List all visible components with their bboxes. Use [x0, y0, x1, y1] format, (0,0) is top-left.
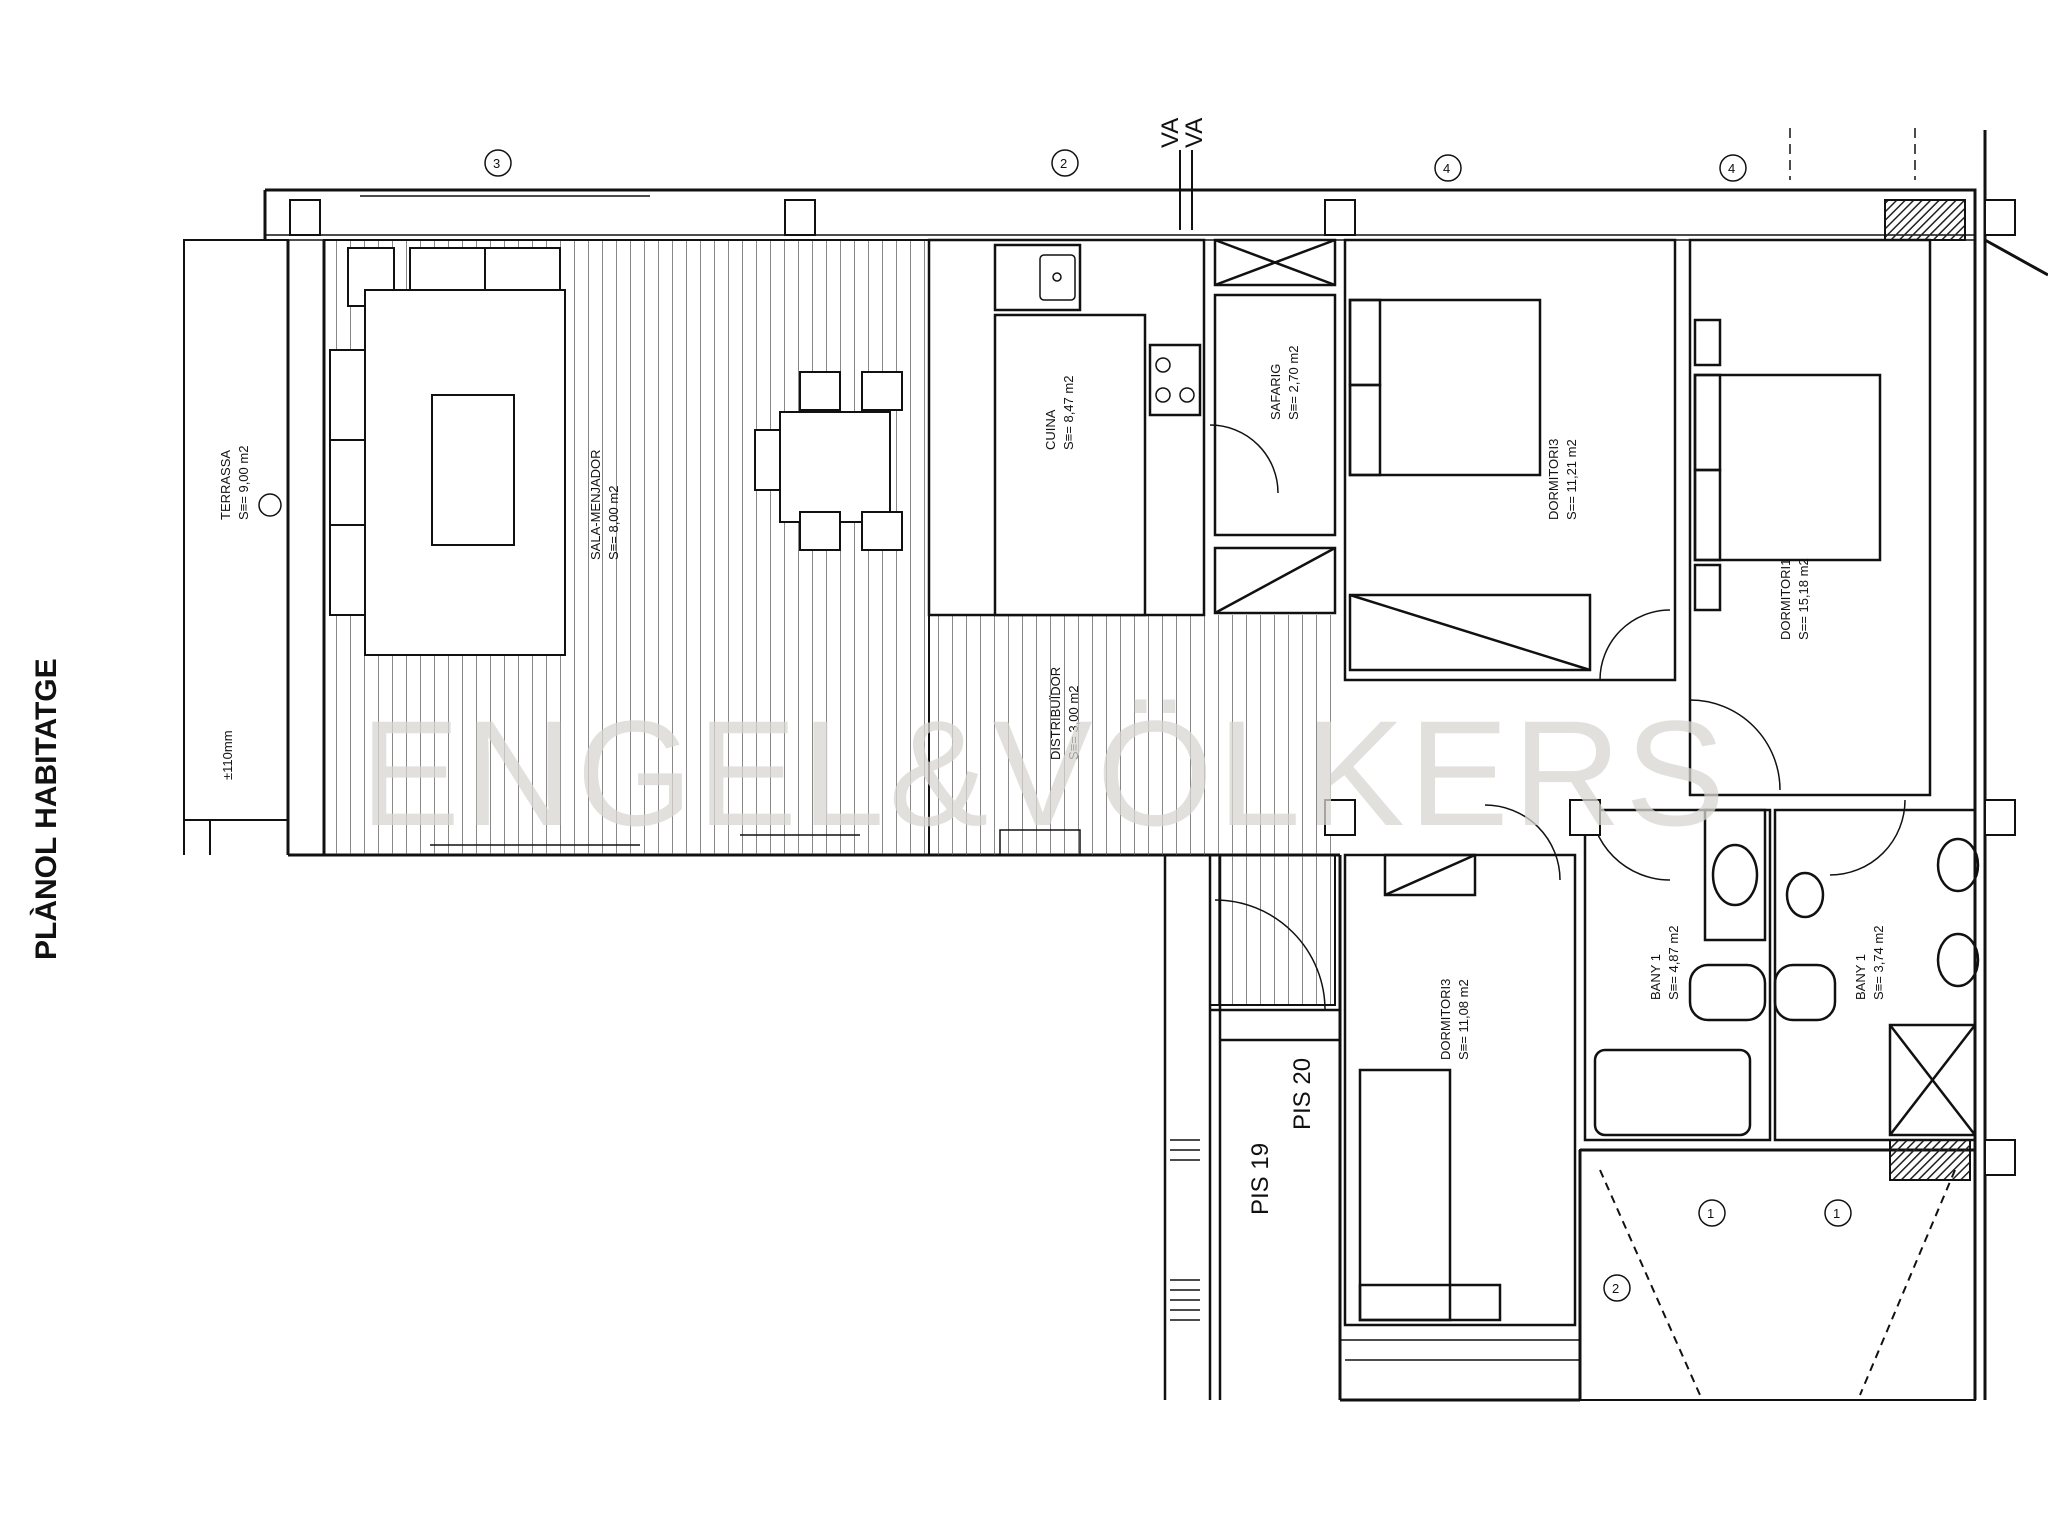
- level-label-upper: PIS 20: [1289, 1058, 1316, 1130]
- grid-marker-7: 2: [1612, 1281, 1619, 1296]
- thickness-label: ±110mm: [220, 730, 235, 780]
- top-windows: [265, 189, 1975, 241]
- kitchen: [927, 238, 1206, 617]
- room-area-dormitori3a: S== 11,21 m2: [1564, 439, 1579, 520]
- room-name-bany1b: BANY 1: [1853, 954, 1868, 1000]
- room-area-sala: S≡= 8,00 m2: [606, 486, 621, 560]
- hall-parquet: [1209, 854, 1336, 1006]
- room-area-bany1b: S≡= 3,74 m2: [1871, 926, 1886, 1000]
- plan-title: PLÀNOL HABITATGE: [29, 658, 63, 960]
- bottom-fixtures: [430, 829, 1580, 1361]
- terrace: [183, 239, 289, 821]
- grid-marker-1: 3: [493, 156, 500, 171]
- bathroom-1a: [1583, 808, 1772, 1142]
- room-name-distribuidor: DISTRIBUÏDOR: [1048, 667, 1063, 760]
- va-marker-1: VA: [1157, 118, 1184, 148]
- bathroom-1b: [1773, 808, 1980, 1142]
- grid-marker-6: 1: [1833, 1206, 1840, 1221]
- stair-treads: [1170, 1139, 1200, 1321]
- grid-marker-2: 2: [1060, 156, 1067, 171]
- bedroom-3a-door-arc: [1599, 609, 1671, 681]
- room-area-cuina: S≡= 8,47 m2: [1061, 376, 1076, 450]
- watermark: ENGEL&VÖLKERS: [360, 689, 1729, 857]
- laundry: [1213, 238, 1337, 615]
- kitchen-sink-icon: [1039, 254, 1076, 301]
- level-label-lower: PIS 19: [1247, 1143, 1274, 1215]
- room-name-safareig: SAFARIG: [1268, 364, 1283, 420]
- room-name-dormitori1: DORMITORI1: [1778, 559, 1793, 640]
- lower-balcony: [1579, 1139, 1976, 1401]
- columns: [289, 199, 2016, 836]
- bedroom-3b-door-arc: [1484, 804, 1561, 881]
- room-name-dormitori3b: DORMITORI3: [1438, 979, 1453, 1060]
- section-line: [1179, 150, 1193, 230]
- terrace-marker-icon: [258, 493, 282, 517]
- living-furniture: [329, 247, 903, 656]
- kitchen-door-arc: [1209, 424, 1279, 494]
- va-marker-2: VA: [1181, 118, 1208, 148]
- dark-columns: [1884, 199, 2016, 1176]
- room-area-dormitori1: S== 15,18 m2: [1796, 558, 1811, 640]
- entrance-door-arc: [1214, 899, 1326, 1011]
- room-area-bany1a: S≡= 4,87 m2: [1666, 926, 1681, 1000]
- room-name-cuina: CUINA: [1043, 409, 1058, 450]
- bedroom-3a: [1343, 238, 1677, 682]
- room-name-dormitori3a: DORMITORI3: [1546, 439, 1561, 520]
- grid-marker-4: 4: [1728, 161, 1735, 176]
- room-area-terrassa: S≡= 9,00 m2: [236, 446, 251, 520]
- bedroom-3b: [1343, 853, 1577, 1327]
- corridor-parquet: [929, 615, 1339, 855]
- grid-marker-3: 4: [1443, 161, 1450, 176]
- bedroom-1-door-arc: [1689, 699, 1781, 791]
- grid-markers: [484, 128, 1916, 1302]
- bedroom-1: [1688, 238, 1932, 797]
- room-name-sala: SALA-MENJADOR: [588, 449, 603, 560]
- entrance: [1163, 855, 1342, 1400]
- room-name-bany1a: BANY 1: [1648, 954, 1663, 1000]
- grid-marker-5: 1: [1707, 1206, 1714, 1221]
- side-stub: [183, 820, 211, 855]
- room-area-distribuidor: S≡= 3,00 m2: [1066, 686, 1081, 760]
- bathroom-1b-door-arc: [1829, 799, 1906, 876]
- cooktop-icon: [1155, 357, 1195, 403]
- room-area-dormitori3b: S≡= 11,08 m2: [1456, 979, 1471, 1060]
- room-area-safareig: S≡= 2,70 m2: [1286, 346, 1301, 420]
- room-name-terrassa: TERRASSA: [218, 450, 233, 520]
